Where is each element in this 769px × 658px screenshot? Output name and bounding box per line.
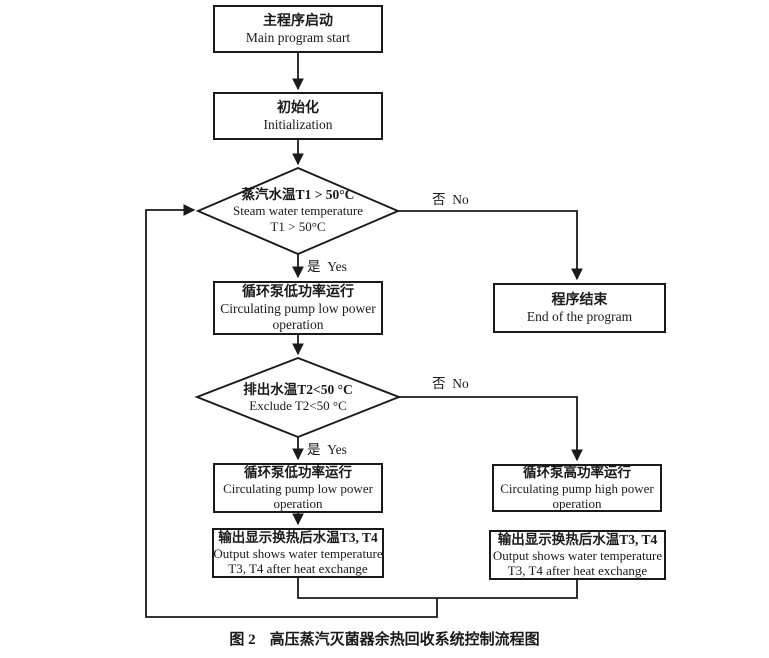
node-label-zh: 循环泵高功率运行 <box>523 464 631 480</box>
node-main-program-start: 主程序启动 Main program start <box>213 5 383 53</box>
node-label-en: Main program start <box>245 29 351 45</box>
node-label-zh: 循环泵低功率运行 <box>242 284 354 300</box>
node-label-en1: Circulating pump low power <box>223 480 373 496</box>
node-label-zh: 主程序启动 <box>263 13 333 29</box>
node-label-en1: Output shows water temperature <box>213 545 383 561</box>
figure-caption-title: 高压蒸汽灭菌器余热回收系统控制流程图 <box>269 632 540 648</box>
node-initialization: 初始化 Initialization <box>213 92 383 140</box>
node-label-en2: T3, T4 after heat exchange <box>507 563 648 578</box>
node-label-en2: operation <box>552 496 602 511</box>
node-pump-low-power-1: 循环泵低功率运行 Circulating pump low power oper… <box>213 281 383 335</box>
node-label-en: Initialization <box>263 116 333 132</box>
node-output-temps-left: 输出显示换热后水温T3, T4 Output shows water tempe… <box>212 528 384 578</box>
node-label-en2: operation <box>272 316 324 332</box>
node-label-zh: 初始化 <box>277 100 319 116</box>
decision-label-en1: Steam water temperature <box>233 203 363 218</box>
decision-label-zh: 排出水温T2<50 °C <box>243 382 353 397</box>
node-label-en1: Circulating pump high power <box>500 480 654 496</box>
node-label-en1: Circulating pump low power <box>220 300 376 316</box>
edge-decision1-no <box>398 210 583 281</box>
edge-decision2-no <box>399 396 583 462</box>
figure-caption: 图 2 高压蒸汽灭菌器余热回收系统控制流程图 <box>0 628 769 649</box>
node-label-en2: T3, T4 after heat exchange <box>228 561 368 576</box>
edge-label-yes-1: 是 Yes <box>307 259 347 274</box>
decision-label-zh: 蒸汽水温T1 > 50°C <box>241 187 355 202</box>
node-label-zh: 程序结束 <box>551 292 608 308</box>
decision-t1-text: 蒸汽水温T1 > 50°C Steam water temperature T1… <box>198 170 398 252</box>
decision-label-en2: T1 > 50°C <box>270 219 326 234</box>
decision-t2-text: 排出水温T2<50 °C Exclude T2<50 °C <box>197 360 399 435</box>
node-label-zh: 输出显示换热后水温T3, T4 <box>497 531 658 547</box>
edge-label-no-2: 否 No <box>432 376 469 391</box>
node-label-en2: operation <box>273 496 323 511</box>
node-end-of-program: 程序结束 End of the program <box>493 283 666 333</box>
node-pump-low-power-2: 循环泵低功率运行 Circulating pump low power oper… <box>213 463 383 513</box>
node-label-en: End of the program <box>526 308 633 324</box>
edge-label-no-1: 否 No <box>432 192 469 207</box>
node-output-temps-right: 输出显示换热后水温T3, T4 Output shows water tempe… <box>489 530 666 580</box>
edge-outputs-joiner <box>297 578 578 599</box>
edge-label-yes-2: 是 Yes <box>307 442 347 457</box>
node-label-en1: Output shows water temperature <box>492 547 663 563</box>
node-label-zh: 循环泵低功率运行 <box>244 464 352 480</box>
figure-caption-tag: 图 2 <box>229 632 256 648</box>
node-pump-high-power: 循环泵高功率运行 Circulating pump high power ope… <box>492 464 662 512</box>
node-label-zh: 输出显示换热后水温T3, T4 <box>218 529 378 545</box>
decision-label-en: Exclude T2<50 °C <box>249 398 347 413</box>
edge-loop-back-to-decision1 <box>145 204 438 618</box>
